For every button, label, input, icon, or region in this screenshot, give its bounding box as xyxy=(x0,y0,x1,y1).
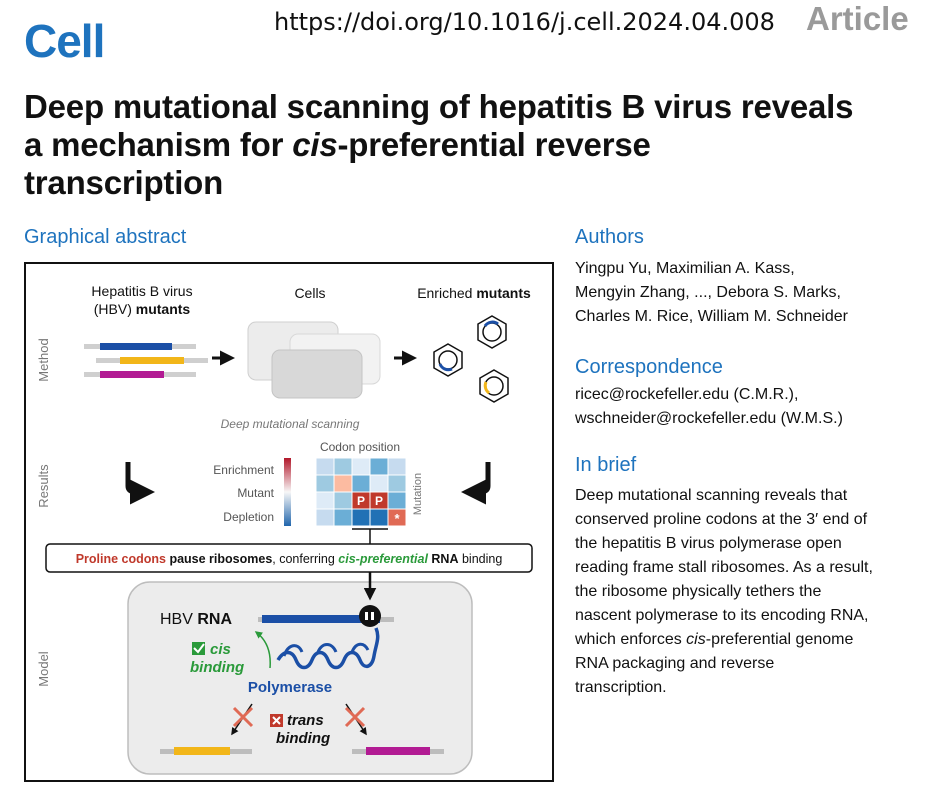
in-brief-text: Deep mutational scanning reveals that co… xyxy=(575,484,925,700)
finding-banner xyxy=(45,543,533,573)
finding-banner-text: Proline codons pause ribosomes, conferri… xyxy=(76,552,503,566)
trans-rna-magenta xyxy=(352,747,444,755)
heatmap-proline-2: P xyxy=(375,494,383,508)
row-label-results: Results xyxy=(36,464,51,508)
results-arrow-right xyxy=(461,462,491,505)
model-panel xyxy=(127,581,473,775)
heatmap-stop-star: * xyxy=(394,511,400,526)
heatmap xyxy=(315,457,407,527)
cis-label: cis xyxy=(210,641,231,658)
color-scale-bar xyxy=(284,458,291,526)
polymerase-chain xyxy=(276,627,380,670)
cis-binding-label: binding xyxy=(190,659,244,676)
blocked-arrow-right xyxy=(344,703,367,736)
in-brief-line: RNA packaging and reverse xyxy=(575,655,775,672)
in-brief-line: nascent polymerase to its encoding RNA, xyxy=(575,607,869,624)
heatmap-proline-1: P xyxy=(357,494,365,508)
authors-heading: Authors xyxy=(575,226,644,248)
depletion-label: Depletion xyxy=(223,510,274,524)
title-line-2-italic: cis xyxy=(292,126,338,163)
row-label-model: Model xyxy=(36,651,51,687)
in-brief-line: transcription. xyxy=(575,679,667,696)
mutant-label: Mutant xyxy=(237,486,274,500)
correspondence-heading: Correspondence xyxy=(575,356,723,378)
title-line-2-post: -preferential reverse xyxy=(337,126,651,163)
polymerase-label: Polymerase xyxy=(248,679,332,696)
row-label-method: Method xyxy=(36,338,51,381)
graphical-abstract-heading: Graphical abstract xyxy=(24,226,187,248)
col-header-hbv-line2: (HBV) mutants xyxy=(94,301,191,317)
in-brief-line: reading frame stall ribosomes. As a resu… xyxy=(575,559,873,576)
in-brief-heading: In brief xyxy=(575,454,637,476)
rna-coding-region xyxy=(262,615,380,623)
correspondence-email-1[interactable]: ricec@rockefeller.edu (C.M.R.), xyxy=(575,386,799,403)
dms-caption: Deep mutational scanning xyxy=(221,417,360,431)
ribosome-icon xyxy=(359,605,381,627)
in-brief-line: Deep mutational scanning reveals that xyxy=(575,487,848,504)
polymerase-chain-loops xyxy=(282,642,370,657)
title-line-2-pre: a mechanism for xyxy=(24,126,293,163)
in-brief-line: the hepatitis B virus polymerase open xyxy=(575,535,842,552)
title-line-3: transcription xyxy=(24,164,224,201)
codon-position-label: Codon position xyxy=(320,440,400,454)
col-header-cells: Cells xyxy=(294,285,325,301)
paper-title: Deep mutational scanning of hepatitis B … xyxy=(24,88,929,202)
enrichment-label: Enrichment xyxy=(213,463,274,477)
title-line-1: Deep mutational scanning of hepatitis B … xyxy=(24,88,854,125)
trans-label: trans xyxy=(287,712,324,729)
checkmark-icon xyxy=(192,642,205,655)
heatmap-bracket xyxy=(352,528,388,544)
authors-line-2: Mengyin Zhang, ..., Debora S. Marks, xyxy=(575,284,841,301)
results-arrow-left xyxy=(125,462,155,505)
trans-rna-yellow xyxy=(160,747,252,755)
graphical-abstract-figure: Method Results Model Hepatitis B virus (… xyxy=(24,262,554,782)
correspondence-emails: ricec@rockefeller.edu (C.M.R.), wschneid… xyxy=(575,383,925,431)
hbv-rna-label: HBV RNA xyxy=(160,611,232,628)
col-header-enriched: Enriched mutants xyxy=(417,285,531,301)
in-brief-line: conserved proline codons at the 3′ end o… xyxy=(575,511,868,528)
authors-line-3: Charles M. Rice, William M. Schneider xyxy=(575,308,848,325)
cis-binding-arrow xyxy=(254,631,271,669)
enriched-mutants-illustration xyxy=(433,315,509,403)
graphical-abstract-svg: Method Results Model Hepatitis B virus (… xyxy=(36,283,533,775)
authors-list: Yingpu Yu, Maximilian A. Kass, Mengyin Z… xyxy=(575,257,925,329)
article-type-label: Article xyxy=(806,0,909,37)
x-glyph xyxy=(272,716,281,725)
authors-line-1: Yingpu Yu, Maximilian A. Kass, xyxy=(575,260,795,277)
mutation-axis-label: Mutation xyxy=(412,473,424,515)
title-line-2: a mechanism for cis-preferential reverse xyxy=(24,126,929,164)
correspondence-email-2[interactable]: wschneider@rockefeller.edu (W.M.S.) xyxy=(575,410,843,427)
doi-link[interactable]: https://doi.org/10.1016/j.cell.2024.04.0… xyxy=(274,8,775,36)
blocked-arrow-left xyxy=(231,703,254,736)
in-brief-line: which enforces cis-preferential genome xyxy=(575,631,854,648)
trans-binding-label: binding xyxy=(276,730,330,747)
in-brief-line: the ribosome physically tethers the xyxy=(575,583,822,600)
col-header-hbv-line1: Hepatitis B virus xyxy=(91,283,192,299)
checkmark-glyph xyxy=(193,643,205,654)
journal-logo: Cell xyxy=(24,15,105,67)
cells-illustration xyxy=(247,321,381,399)
mutant-bars xyxy=(84,343,208,378)
